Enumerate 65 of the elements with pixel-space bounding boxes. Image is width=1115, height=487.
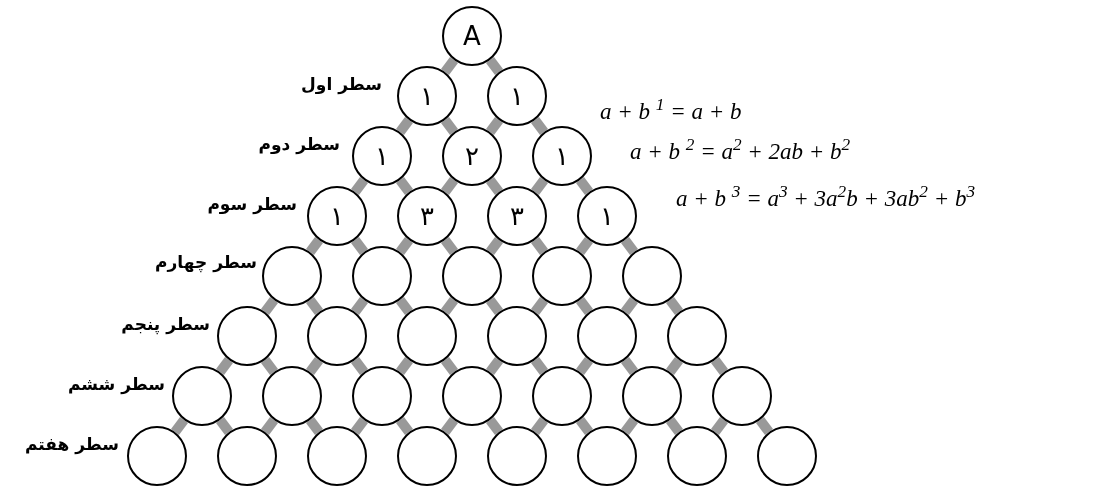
connector-line	[711, 357, 728, 375]
connector-line	[486, 357, 503, 375]
connector-line	[261, 297, 278, 315]
connector-line	[531, 357, 548, 375]
connector-line	[351, 177, 368, 195]
connector-line	[396, 177, 413, 195]
connector-line	[441, 297, 458, 315]
connector-line	[486, 177, 503, 195]
connector-line	[396, 417, 413, 435]
connector-line	[171, 417, 188, 435]
connector-line	[396, 237, 413, 255]
connector-line	[441, 237, 458, 255]
connector-line	[486, 417, 503, 435]
row-label: سطر پنجم	[121, 316, 210, 333]
connector-line	[441, 117, 458, 135]
connector-line	[531, 117, 548, 135]
connector-line	[486, 117, 503, 135]
connector-line	[396, 117, 413, 135]
row-label: سطر سوم	[207, 196, 297, 213]
connector-line	[531, 177, 548, 195]
connector-line	[306, 357, 323, 375]
row-label: سطر چهارم	[155, 254, 257, 271]
connector-line	[576, 357, 593, 375]
formula: a + b $^{1}$ = a + b	[600, 100, 742, 123]
connector-line	[576, 417, 593, 435]
connector-line	[531, 417, 548, 435]
connector-line	[486, 57, 503, 75]
connector-line	[531, 297, 548, 315]
connector-line	[576, 237, 593, 255]
connector-line	[711, 417, 728, 435]
connector-line	[576, 177, 593, 195]
connector-line	[756, 417, 773, 435]
connector-line	[306, 237, 323, 255]
connector-line	[306, 297, 323, 315]
connector-line	[396, 297, 413, 315]
connector-line	[666, 297, 683, 315]
connector-line	[351, 297, 368, 315]
connector-line	[351, 417, 368, 435]
connector-line	[621, 237, 638, 255]
connector-line	[486, 297, 503, 315]
row-label: سطر اول	[301, 76, 382, 93]
connector-line	[306, 417, 323, 435]
connector-line	[531, 237, 548, 255]
connector-line	[216, 417, 233, 435]
formula: a + b $^{2}$ = a$^{2}$ + 2ab + b$^{2}$	[630, 140, 851, 163]
connector-line	[351, 237, 368, 255]
connector-line	[486, 237, 503, 255]
formula: a + b $^{3}$ = a$^{3}$ + 3a$^{2}$b + 3ab$^{2}$ + b$^{3}$	[676, 187, 976, 210]
connector-line	[261, 357, 278, 375]
connector-line	[351, 357, 368, 375]
connector-line	[396, 357, 413, 375]
connector-line	[666, 357, 683, 375]
connector-line	[576, 297, 593, 315]
row-label: سطر ششم	[67, 376, 165, 393]
connector-line	[261, 417, 278, 435]
connector-line	[441, 57, 458, 75]
connector-line	[621, 357, 638, 375]
connector-line	[441, 417, 458, 435]
connector-line	[666, 417, 683, 435]
connector-line	[621, 417, 638, 435]
connector-line	[216, 357, 233, 375]
connector-line	[621, 297, 638, 315]
connector-line	[441, 177, 458, 195]
connector-line	[441, 357, 458, 375]
row-label: سطر دوم	[258, 136, 340, 153]
